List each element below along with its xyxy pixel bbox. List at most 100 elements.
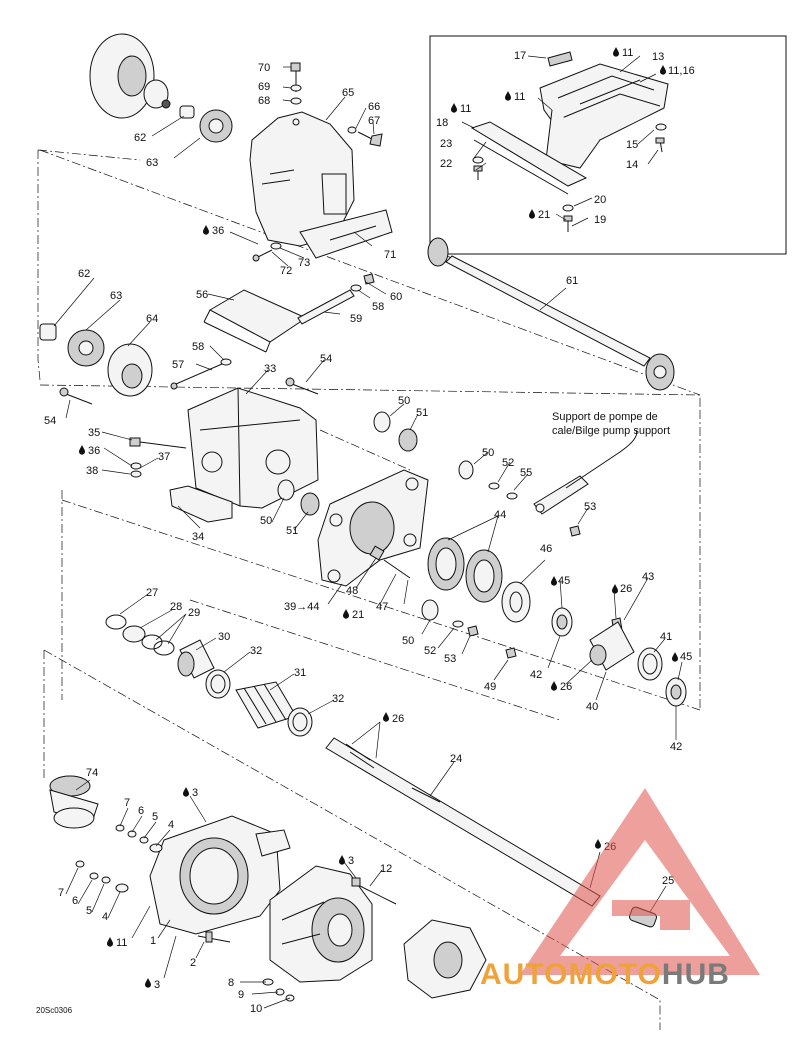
drive-cover-65 [249, 111, 393, 259]
callout-56: 56 [196, 289, 208, 301]
callout-41: 41 [660, 631, 672, 643]
callout-13: 13 [652, 51, 664, 63]
callout-37: 37 [158, 451, 170, 463]
callout-50-b: 50 [482, 447, 494, 459]
callout-6-b: 6 [72, 895, 78, 907]
callout-47: 47 [376, 601, 388, 613]
callout-36-left: 36 [88, 445, 100, 457]
screw-66-67 [347, 126, 383, 147]
callout-3-a: 3 [192, 787, 198, 799]
callout-36-top: 36 [212, 225, 224, 237]
drawing-code: 20Sc0306 [36, 1006, 73, 1015]
callout-26-a: 26 [620, 583, 632, 595]
sleeve-30 [177, 639, 215, 679]
pump-body [269, 865, 373, 983]
callout-45-a: 45 [558, 575, 570, 587]
bearing-50-52-53-lower [421, 599, 517, 659]
callout-68: 68 [258, 95, 270, 107]
bracket-18 [470, 121, 588, 195]
callout-42-a: 42 [530, 669, 542, 681]
flange-64 [107, 343, 153, 397]
watermark-logo [520, 788, 760, 975]
callout-1: 1 [150, 935, 156, 947]
callout-51-a: 51 [416, 407, 428, 419]
callout-52-a: 52 [502, 457, 514, 469]
callout-32-a: 32 [250, 645, 262, 657]
callout-62-left: 62 [78, 268, 90, 280]
callout-15: 15 [626, 139, 638, 151]
inset-frame [429, 35, 787, 255]
callout-5-b: 5 [86, 905, 92, 917]
callout-11-d: 11 [116, 937, 127, 949]
callout-62-top: 62 [134, 132, 146, 144]
guard-13 [539, 63, 669, 169]
callout-6-a: 6 [138, 805, 144, 817]
drive-shaft-24 [325, 737, 601, 907]
callout-48: 48 [346, 585, 358, 597]
callout-23: 23 [440, 138, 452, 150]
callout-7-b: 7 [58, 887, 64, 899]
strip-17 [547, 51, 573, 67]
bolt-35-washers [129, 437, 187, 478]
callout-11-a: 11 [622, 47, 633, 59]
nut-60-washer-58 [350, 273, 375, 292]
callout-58-a: 58 [372, 301, 384, 313]
callout-43: 43 [642, 571, 654, 583]
washers-68-69 [290, 84, 302, 105]
callout-5-a: 5 [152, 811, 158, 823]
drive-shaft-61 [427, 237, 675, 391]
callout-7-a: 7 [124, 797, 130, 809]
callout-11-c: 11 [460, 103, 471, 115]
bearing-50-51-mid [277, 479, 320, 516]
callout-67: 67 [368, 115, 380, 127]
callout-52-b: 52 [424, 645, 436, 657]
callout-54-top: 54 [320, 353, 332, 365]
callout-10: 10 [250, 1003, 262, 1015]
callout-54-left: 54 [44, 415, 56, 427]
washers-4-7-lower [75, 860, 129, 893]
callout-labels: 70 69 68 65 66 67 62 63 36 72 73 71 17 1… [44, 47, 695, 1015]
callout-12: 12 [380, 863, 392, 875]
callout-11-16: 11,16 [668, 65, 695, 77]
boot-31 [235, 681, 297, 729]
callout-49: 49 [484, 681, 496, 693]
washer-58-b [220, 358, 232, 366]
callout-63-left: 63 [110, 290, 122, 302]
flywheel-assembly [89, 33, 171, 119]
callout-32-b: 32 [332, 693, 344, 705]
clamp-32-a [205, 669, 231, 699]
clamp-32-b [287, 707, 313, 737]
spacer-59 [297, 289, 355, 325]
callout-69: 69 [258, 81, 270, 93]
bearing-50-52-55-right [458, 460, 518, 500]
housing-1 [149, 815, 291, 935]
coupling-62-left [39, 323, 57, 341]
plate-46 [501, 581, 531, 623]
seal-rings-44 [427, 537, 503, 603]
callout-4-a: 4 [168, 819, 174, 831]
callout-50-a: 50 [398, 395, 410, 407]
callout-45-b: 45 [680, 651, 692, 663]
callout-39-44: 39→44 [284, 601, 319, 613]
pin-48-spring-47 [369, 545, 411, 579]
callout-14: 14 [626, 159, 638, 171]
watermark-brand-a: AUTOMOTO [480, 958, 662, 991]
callout-70: 70 [258, 62, 270, 74]
watermark-brand-b: HUB [662, 958, 730, 991]
callout-40: 40 [586, 701, 598, 713]
callout-17: 17 [514, 50, 526, 62]
callout-24: 24 [450, 753, 462, 765]
callout-59: 59 [350, 313, 362, 325]
callout-65: 65 [342, 87, 354, 99]
callout-34: 34 [192, 531, 204, 543]
callout-63-top: 63 [146, 157, 158, 169]
bolt-57 [170, 363, 223, 390]
callout-38: 38 [86, 465, 98, 477]
watermark-triangle-icon [520, 788, 760, 975]
callout-55: 55 [520, 467, 532, 479]
callout-25: 25 [662, 875, 674, 887]
bearing-50-51-top [373, 411, 418, 452]
callout-19: 19 [594, 214, 606, 226]
callout-21-a: 21 [538, 209, 550, 221]
rubber-coupling-63-top [199, 109, 233, 143]
